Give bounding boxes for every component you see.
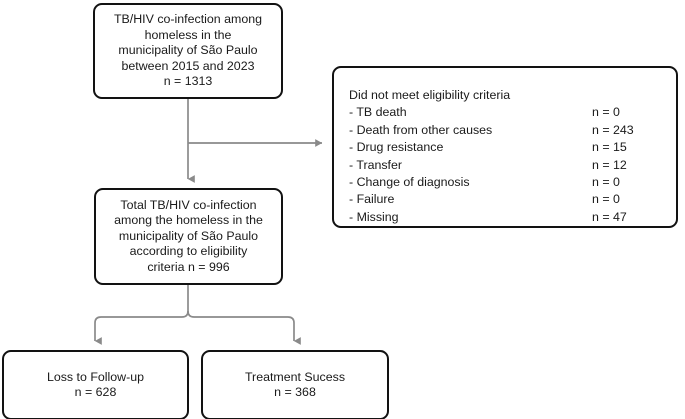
excluded-label: - TB death bbox=[349, 105, 407, 120]
source-line-3: municipality of São Paulo bbox=[118, 43, 258, 58]
excluded-row-change-of-diagnosis: - Change of diagnosis n = 0 bbox=[349, 174, 676, 191]
excluded-heading: Did not meet eligibility criteria bbox=[349, 88, 511, 102]
source-line-1: TB/HIV co-infection among bbox=[113, 12, 263, 27]
excluded-count: n = 0 bbox=[592, 192, 620, 207]
eligible-line-1: Total TB/HIV co-infection bbox=[120, 197, 257, 212]
loss-count: n = 628 bbox=[74, 385, 117, 399]
node-treatment-success: Treatment Sucess n = 368 bbox=[201, 350, 389, 419]
excluded-label: - Transfer bbox=[349, 157, 403, 172]
node-source-population: TB/HIV co-infection among homeless in th… bbox=[93, 3, 283, 99]
eligible-line-4: according to eligibility bbox=[129, 244, 248, 259]
node-loss-to-followup: Loss to Follow-up n = 628 bbox=[2, 350, 189, 419]
source-line-2: homeless in the bbox=[144, 27, 232, 42]
success-count: n = 368 bbox=[274, 385, 316, 399]
node-excluded-criteria: Did not meet eligibility criteria - TB d… bbox=[332, 66, 678, 228]
excluded-row-death-other-causes: - Death from other causes n = 243 bbox=[349, 122, 676, 139]
excluded-label: - Drug resistance bbox=[349, 140, 444, 155]
excluded-label: - Failure bbox=[349, 192, 395, 207]
excluded-label: - Missing bbox=[349, 209, 399, 224]
excluded-count: n = 12 bbox=[592, 157, 627, 172]
excluded-count: n = 243 bbox=[592, 122, 634, 137]
excluded-label: - Change of diagnosis bbox=[349, 175, 470, 190]
excluded-label: - Death from other causes bbox=[349, 122, 493, 137]
success-label: Treatment Sucess bbox=[244, 369, 346, 384]
excluded-row-transfer: - Transfer n = 12 bbox=[349, 157, 676, 174]
excluded-count: n = 0 bbox=[592, 175, 620, 190]
excluded-row-failure: - Failure n = 0 bbox=[349, 191, 676, 208]
eligible-line-2: among the homeless in the bbox=[114, 213, 263, 228]
loss-label: Loss to Follow-up bbox=[46, 369, 145, 384]
excluded-row-missing: - Missing n = 47 bbox=[349, 209, 676, 226]
eligible-count: criteria n = 996 bbox=[147, 259, 230, 274]
eligible-line-3: municipality of São Paulo bbox=[118, 228, 259, 243]
excluded-count: n = 0 bbox=[592, 105, 620, 120]
edge-eligible-to-loss bbox=[94, 310, 189, 345]
excluded-count: n = 47 bbox=[592, 209, 627, 224]
excluded-count: n = 15 bbox=[592, 140, 627, 155]
excluded-row-drug-resistance: - Drug resistance n = 15 bbox=[349, 139, 676, 156]
source-count: n = 1313 bbox=[163, 74, 213, 89]
source-line-4: between 2015 and 2023 bbox=[121, 58, 255, 73]
edge-eligible-to-success bbox=[187, 310, 301, 345]
node-eligible-population: Total TB/HIV co-infection among the home… bbox=[94, 188, 283, 285]
excluded-row-tb-death: - TB death n = 0 bbox=[349, 104, 676, 121]
